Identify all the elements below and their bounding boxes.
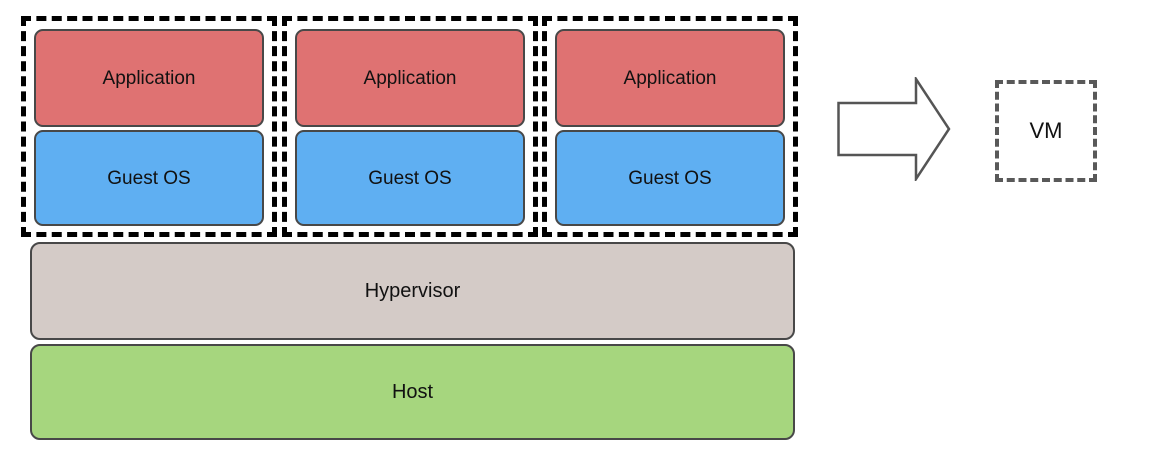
guest-os-label: Guest OS	[107, 167, 191, 189]
application-box: Application	[555, 29, 785, 127]
right-block-arrow-icon	[837, 77, 951, 181]
application-label: Application	[102, 67, 196, 89]
hypervisor-label: Hypervisor	[364, 280, 461, 302]
host-label: Host	[391, 381, 434, 403]
vm-group-3: Application Guest OS	[542, 16, 798, 237]
application-label: Application	[363, 67, 457, 89]
host-layer: Host	[30, 344, 795, 440]
application-box: Application	[295, 29, 525, 127]
guest-os-box: Guest OS	[295, 130, 525, 226]
vm-group-1: Application Guest OS	[21, 16, 277, 237]
guest-os-box: Guest OS	[34, 130, 264, 226]
vm-group-2: Application Guest OS	[282, 16, 538, 237]
guest-os-label: Guest OS	[368, 167, 452, 189]
vm-dashed-box: VM	[995, 80, 1097, 182]
hypervisor-layer: Hypervisor	[30, 242, 795, 340]
application-label: Application	[623, 67, 717, 89]
vm-label: VM	[1029, 118, 1063, 143]
guest-os-label: Guest OS	[628, 167, 712, 189]
guest-os-box: Guest OS	[555, 130, 785, 226]
application-box: Application	[34, 29, 264, 127]
